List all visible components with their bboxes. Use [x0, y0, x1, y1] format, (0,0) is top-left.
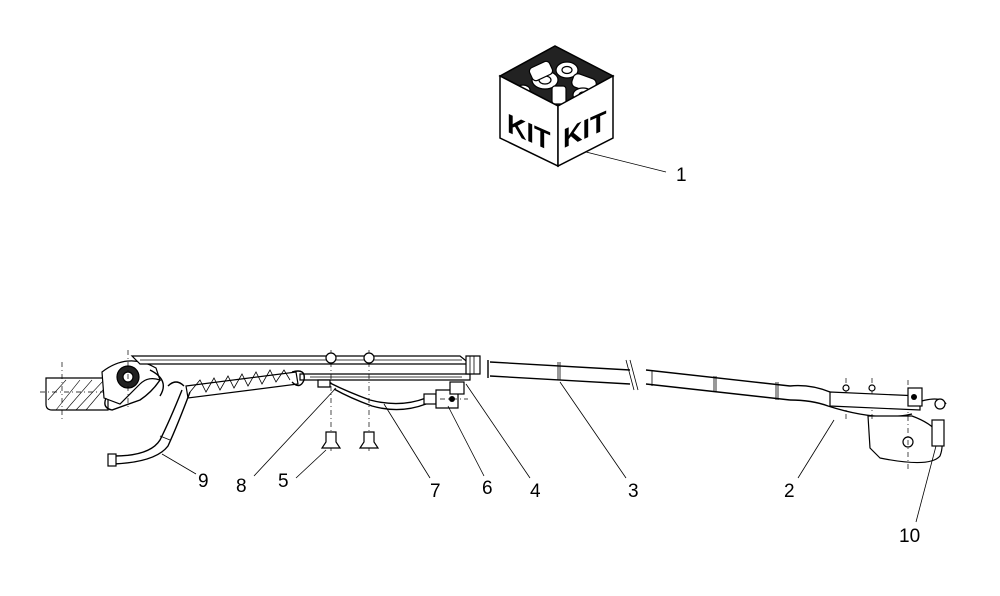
top-rail — [130, 355, 472, 381]
callout-9: 9 — [198, 471, 209, 492]
left-mount-block — [40, 362, 118, 422]
callouts: 1 2 3 4 5 6 7 8 9 10 — [198, 165, 920, 547]
tension-spring — [185, 369, 305, 399]
bolts — [320, 350, 380, 452]
callout-4: 4 — [530, 481, 541, 502]
callout-6: 6 — [482, 478, 493, 499]
right-mount-bracket — [829, 378, 946, 470]
callout-8: 8 — [236, 476, 247, 497]
callout-3: 3 — [628, 481, 639, 502]
kit-box: KIT KIT — [498, 45, 615, 168]
callout-7: 7 — [430, 481, 441, 502]
hose-assembly — [40, 350, 947, 470]
hose-7 — [317, 379, 468, 411]
callout-10: 10 — [899, 526, 920, 547]
leader-lines — [161, 151, 937, 523]
callout-5: 5 — [278, 471, 289, 492]
pivot-assembly — [101, 350, 185, 411]
hose-9 — [107, 389, 191, 467]
callout-1: 1 — [676, 165, 687, 186]
callout-2: 2 — [784, 481, 795, 502]
tube-3 — [465, 355, 791, 401]
